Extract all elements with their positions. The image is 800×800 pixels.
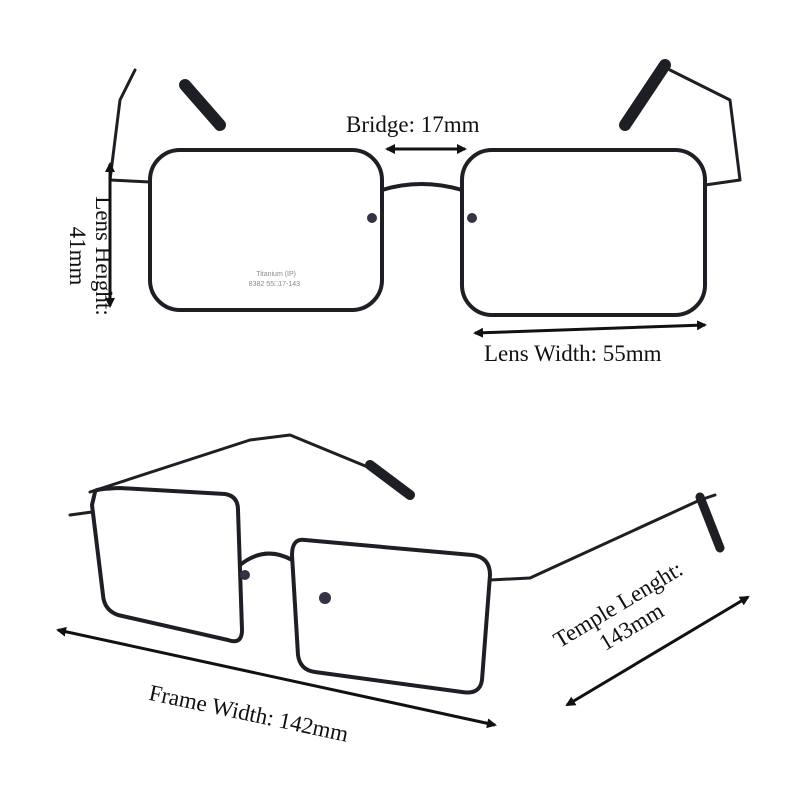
front-view-glasses: Titanium (IP) 8382 55□17-143	[108, 59, 742, 317]
lens-marking-line2: 8382 55□17-143	[249, 281, 300, 288]
lens-width-arrow	[473, 320, 707, 338]
lens-width-label: Lens Width: 55mm	[484, 341, 662, 366]
temple-length-arrow	[565, 595, 750, 707]
front-lens	[290, 537, 492, 695]
bridge-label: Bridge: 17mm	[346, 112, 480, 137]
bridge	[380, 182, 464, 192]
lens-height-label-line1: Lens Height:	[91, 196, 116, 316]
lens-height-label: Lens Height: 41mm	[64, 186, 116, 326]
left-lens	[148, 148, 384, 312]
frame-width-arrow	[56, 626, 497, 729]
right-lens	[460, 148, 707, 317]
lens-marking-line1: Titanium (IP)	[256, 271, 296, 278]
rear-lens	[90, 486, 244, 644]
lens-height-label-line2: 41mm	[65, 226, 90, 286]
